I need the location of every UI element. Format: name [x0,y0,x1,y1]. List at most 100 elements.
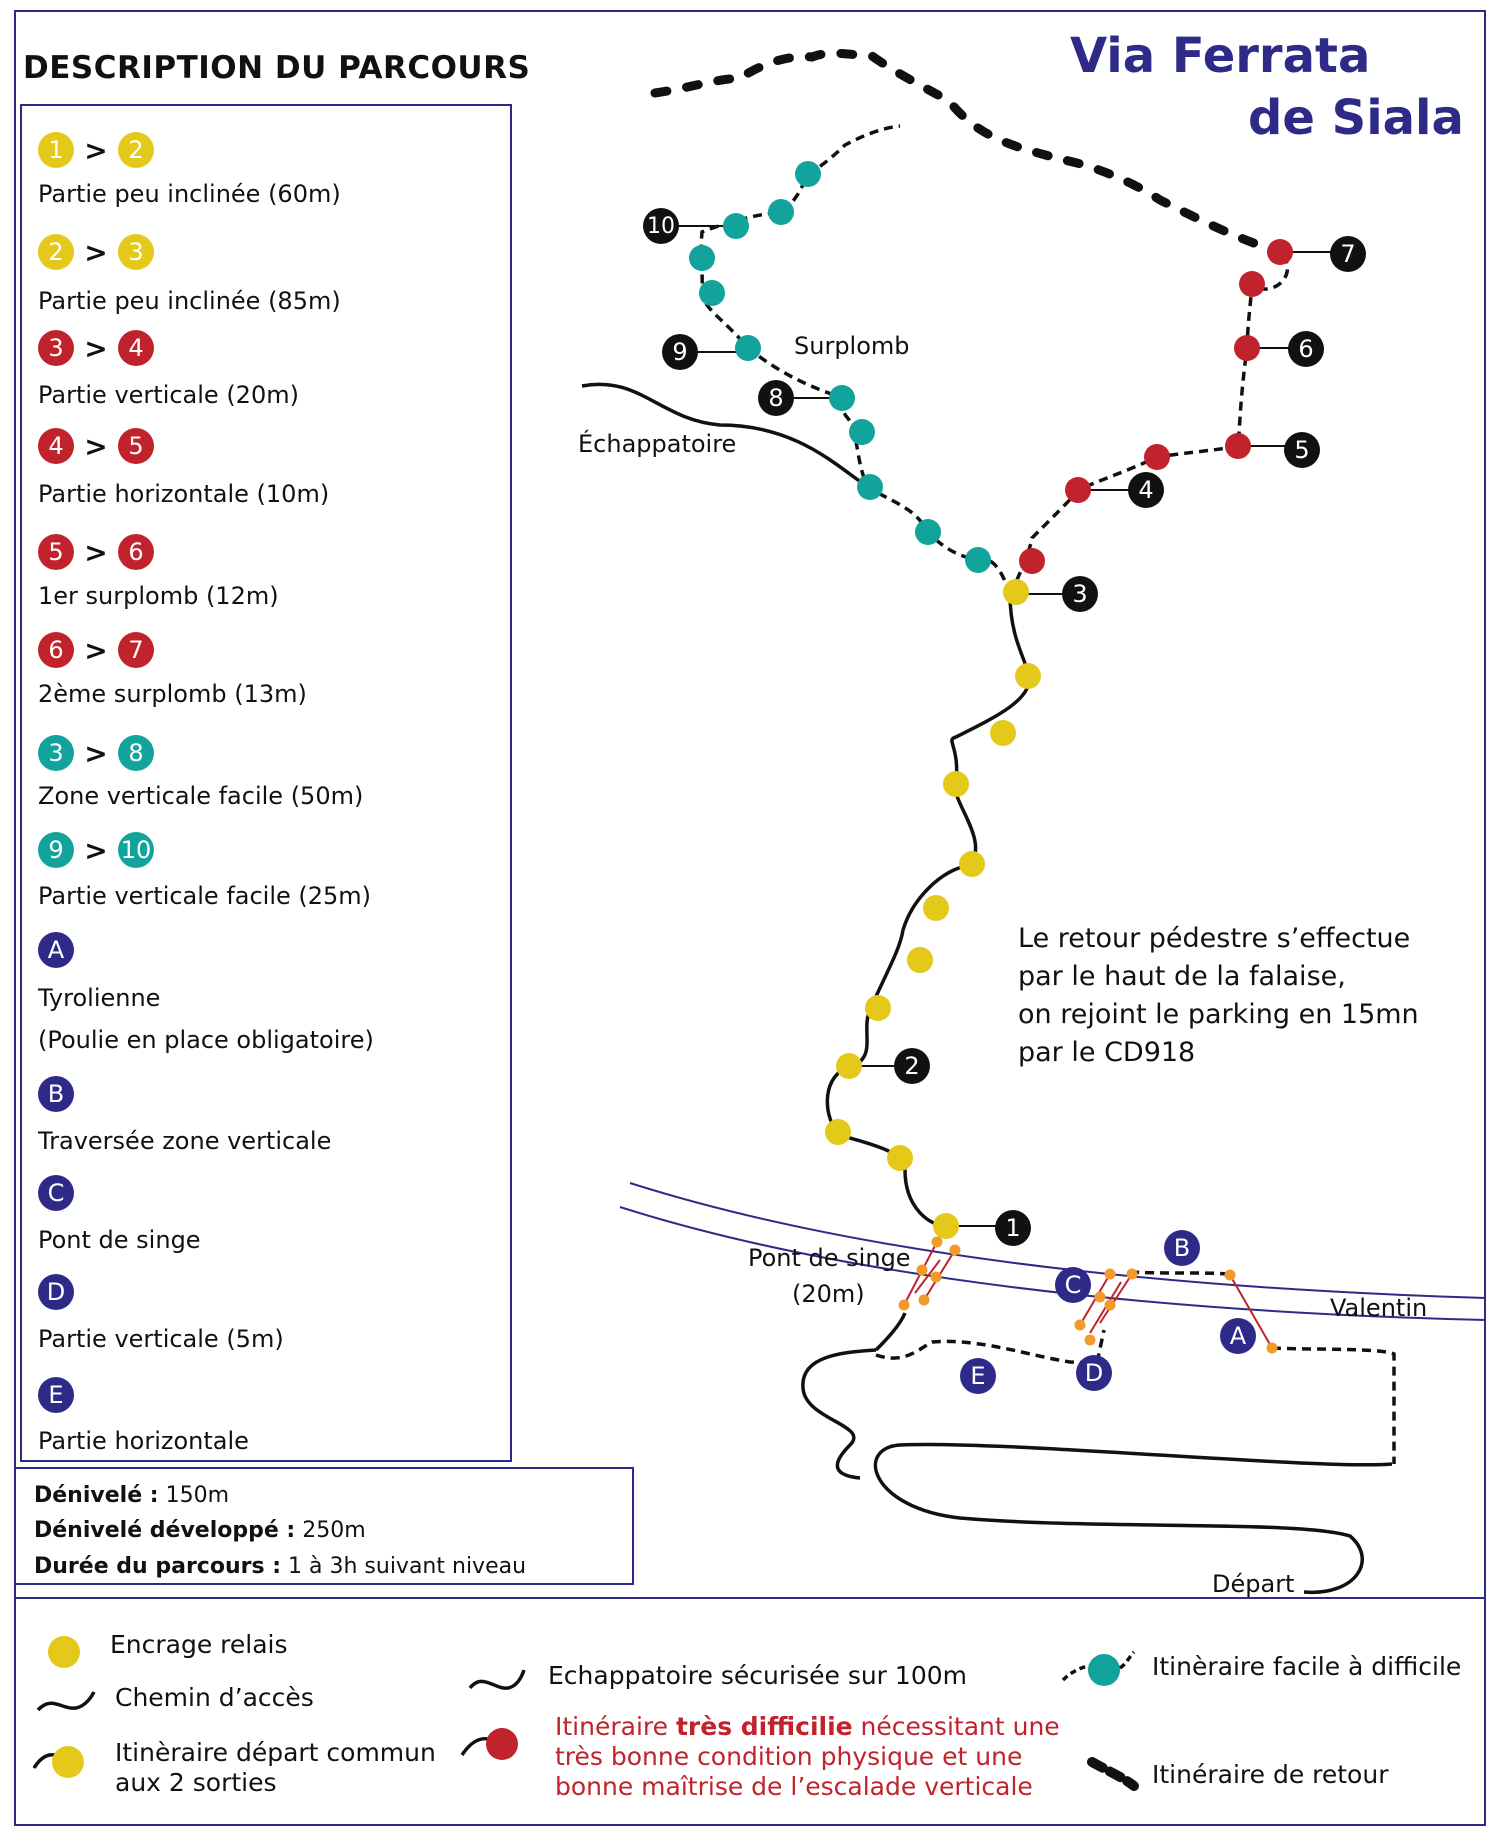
legend-tres-difficile-2: très bonne condition physique et une [555,1742,1023,1771]
access-path-pont [874,1312,907,1352]
feature-desc: Pont de singe [38,1226,201,1254]
segment-desc: Partie peu inclinée (85m) [38,287,341,315]
stat-value: 1 à 3h suivant niveau [288,1554,527,1579]
legend-easy-line [1061,1663,1101,1682]
legend-encrage: Encrage relais [110,1630,288,1659]
arrow-icon: > [84,133,108,167]
stat-value: 250m [302,1518,366,1543]
relay-number-badge: 10 [643,208,679,244]
feature-desc-extra: (Poulie en place obligatoire) [38,1026,374,1054]
note-line: Le retour pédestre s’effectue [1018,923,1411,954]
cable-anchors [898,1236,1278,1354]
legend-echappatoire: Echappatoire sécurisée sur 100m [548,1661,967,1690]
stat-label: Dénivelé développé : [34,1518,296,1543]
arrow-icon: > [84,235,108,269]
segment-desc: Zone verticale facile (50m) [38,782,364,810]
segment-desc: Partie peu inclinée (60m) [38,180,341,208]
common-route [825,593,1032,1228]
relay-number-badge: 7 [1330,236,1366,272]
dashed-circuit-a [1271,1346,1396,1464]
yellow-anchor [959,851,985,877]
legend-return-line [1087,1757,1139,1791]
red-anchor [1234,335,1260,361]
teal-anchor [965,547,991,573]
segment-pair: 4 > 5 [38,426,154,466]
legend-td-pre: Itinéraire [555,1712,676,1741]
red-anchor [1065,477,1091,503]
yellow-anchor [923,895,949,921]
label-valentin: Valentin [1330,1294,1428,1322]
stat-label: Dénivelé : [34,1483,159,1508]
map-feature-badge: E [960,1358,996,1394]
yellow-anchor [990,720,1016,746]
map-feature-badge: A [1220,1318,1256,1354]
yellow-anchor [865,995,891,1021]
segment-pair: 2 > 3 [38,232,154,272]
teal-anchors [689,161,991,573]
relay-number-badge: 5 [1284,432,1320,468]
return-route [650,48,1285,257]
legend-tres-difficile-3: bonne maîtrise de l’escalade verticale [555,1772,1033,1801]
segment-to-badge: 5 [118,428,154,464]
label-pont-de-singe-length: (20m) [792,1280,865,1308]
legend-escape-line [468,1669,526,1690]
yellow-anchors [825,579,1041,1239]
access-path-lower [873,1442,1393,1594]
yellow-anchor [836,1053,862,1079]
feature-desc: Partie horizontale [38,1427,249,1455]
relay-number-badge: 8 [758,380,794,416]
yellow-anchor [907,947,933,973]
arrow-icon: > [84,535,108,569]
legend-retour: Itinéraire de retour [1152,1760,1389,1789]
legend-tres-difficile-1: Itinéraire très difficilie nécessitant u… [555,1712,1060,1742]
yellow-anchor [825,1119,851,1145]
title-line2: de Siala [1248,90,1464,146]
feature-desc: Partie verticale (5m) [38,1325,284,1353]
teal-anchor [849,419,875,445]
segment-to-badge: 3 [118,234,154,270]
legend-td-bold: très difficilie [675,1712,853,1741]
relay-number-badge: 9 [662,334,698,370]
segment-desc: Partie horizontale (10m) [38,480,330,508]
legend-separator [14,1597,1486,1599]
stat-denivele-developpe: Dénivelé développé : 250m [34,1518,366,1543]
legend-yellow-dot [48,1636,80,1668]
yellow-anchor [933,1213,959,1239]
access-path-upper [801,1348,877,1480]
segment-to-badge: 6 [118,534,154,570]
arrow-icon: > [84,633,108,667]
map-feature-badge: D [1076,1355,1112,1391]
teal-anchor [795,161,821,187]
segment-from-badge: 6 [38,632,74,668]
arrow-icon: > [84,331,108,365]
feature-desc: Tyrolienne [38,984,161,1012]
yellow-anchor [1015,663,1041,689]
feature-badge: C [38,1175,74,1211]
red-anchor [1144,444,1170,470]
relay-number-badge: 4 [1128,472,1164,508]
teal-anchor [689,245,715,271]
segment-from-badge: 3 [38,735,74,771]
return-note: Le retour pédestre s’effectue par le hau… [1018,920,1419,1072]
note-line: par le CD918 [1018,1037,1196,1068]
legend-easy-line-tail [1118,1650,1136,1670]
dashed-circuit-e [875,1329,1106,1365]
teal-anchor [829,385,855,411]
segment-to-badge: 10 [118,832,154,868]
segment-from-badge: 2 [38,234,74,270]
legend-box [20,104,512,1462]
red-anchor [1225,433,1251,459]
hard-route [1008,250,1290,595]
teal-anchor [723,213,749,239]
legend-facile: Itinèraire facile à difficile [1152,1652,1462,1681]
feature-badge: E [38,1377,74,1413]
feature-badge: A [38,932,74,968]
segment-pair: 3 > 8 [38,733,154,773]
title-line1: Via Ferrata [1070,28,1371,84]
legend-chemin: Chemin d’accès [115,1683,314,1712]
label-surplomb: Surplomb [794,332,910,360]
legend-depart-commun-1: Itinèraire départ commun [115,1738,436,1767]
road-line-upper [629,1182,1487,1299]
page-frame [14,10,1486,1826]
red-anchor [1239,271,1265,297]
